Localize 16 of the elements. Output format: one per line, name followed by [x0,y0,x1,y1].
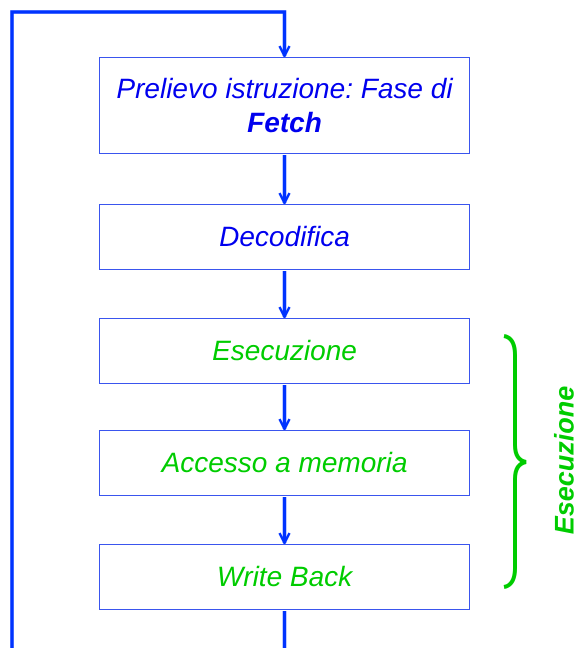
phase-label: Esecuzione [550,386,577,534]
step-label: Prelievo istruzione: Fase di Fetch [115,72,454,140]
arrow [278,497,291,544]
process-box [99,204,470,270]
arrow [278,385,291,430]
arrow [278,155,291,204]
step-label: Accesso a memoria [162,446,408,480]
process-box [99,318,470,384]
step-label: Write Back [216,560,352,594]
process-box [99,57,470,154]
arrow [10,10,291,648]
step-label: Decodifica [219,220,350,254]
process-box [99,430,470,496]
arrow [278,271,291,318]
step-label: Esecuzione [212,334,357,368]
process-box [99,544,470,610]
